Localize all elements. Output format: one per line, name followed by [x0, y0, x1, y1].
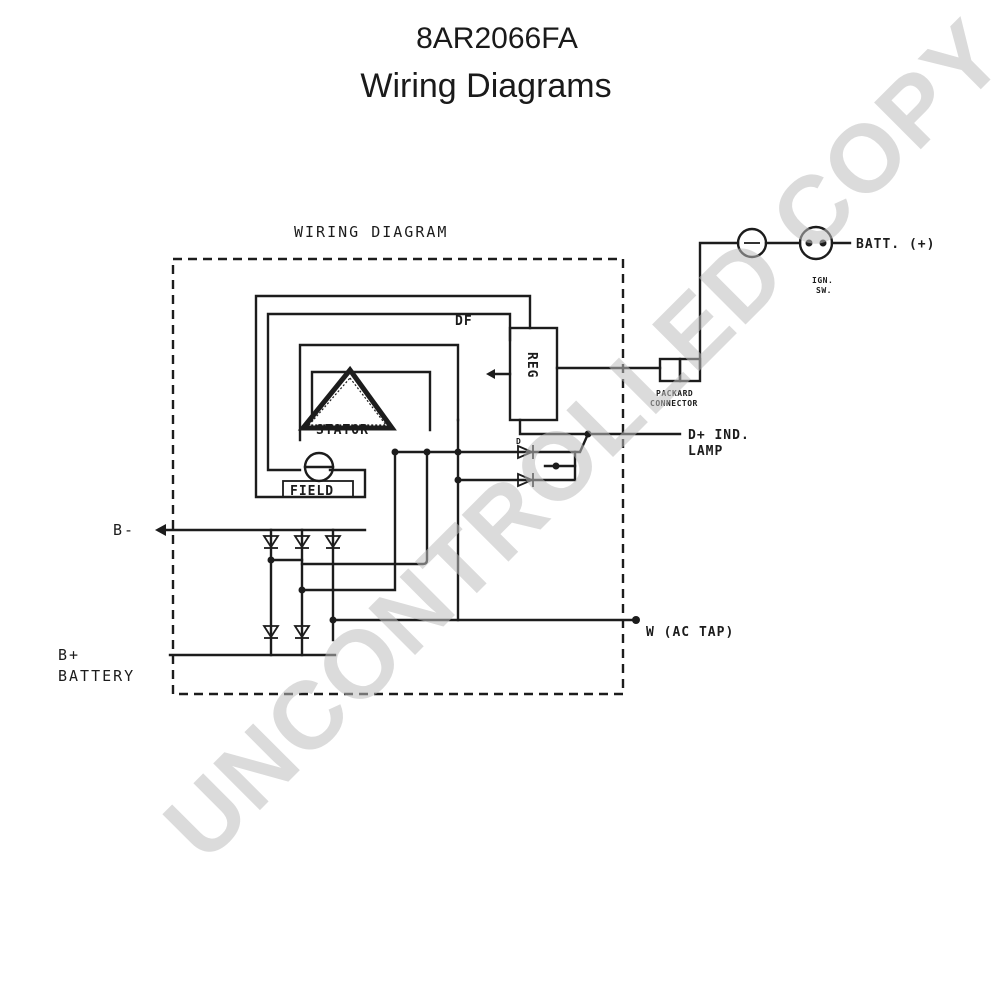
ign-feed-wire	[698, 241, 740, 370]
alternator-housing	[171, 257, 625, 696]
exciter-diode-2	[517, 472, 535, 488]
node-c2	[454, 476, 462, 484]
b-minus-label: B-	[113, 521, 135, 539]
packard-connector-right	[678, 357, 702, 383]
exciter-bus-lower	[456, 450, 577, 482]
ign-switch-contact-2	[819, 239, 827, 247]
battery-label: BATTERY	[58, 667, 135, 685]
node-b	[423, 448, 431, 456]
field-box	[282, 480, 354, 498]
df-label: DF	[455, 314, 473, 329]
node-c	[454, 448, 462, 456]
reg-ground-arrow	[486, 369, 495, 379]
packard-label: PACKARD	[656, 389, 693, 398]
d-plus-wire	[518, 418, 682, 436]
field-return-wire	[266, 312, 512, 472]
ign-switch-contact-1	[805, 239, 813, 247]
ign-label: IGN.	[812, 276, 833, 285]
stator-winding	[297, 365, 397, 431]
stator-loop-outer	[298, 343, 460, 442]
lamp-label: LAMP	[688, 444, 723, 459]
diagram-title: WIRING DIAGRAM	[294, 223, 448, 241]
d-plus-small-label: D	[516, 437, 521, 446]
connector-label: CONNECTOR	[650, 399, 698, 408]
df-wire	[254, 294, 532, 499]
node-a	[391, 448, 399, 456]
w-ac-tap-label: W (AC TAP)	[646, 625, 734, 640]
stator-loop-inner	[310, 370, 432, 432]
reg-label: REG	[524, 352, 539, 378]
pos-diode-1	[262, 625, 280, 639]
phase-lead-a	[331, 450, 397, 592]
stator-hatch	[307, 377, 388, 426]
uncontrolled-copy-watermark: UNCONTROLLED COPY	[144, 0, 1000, 880]
phase-lead-b	[300, 450, 429, 566]
b-minus-arrow	[155, 524, 166, 536]
exciter-diode-1	[517, 444, 535, 460]
page-heading: Wiring Diagrams	[360, 67, 612, 105]
part-number: 8AR2066FA	[416, 22, 578, 55]
d-plus-ind-label: D+ IND.	[688, 428, 750, 443]
field-label: FIELD	[290, 484, 334, 499]
w-terminal	[632, 616, 640, 624]
batt-plus-label: BATT. (+)	[856, 237, 935, 252]
sw-label: SW.	[816, 286, 832, 295]
stator-label: STATOR	[316, 423, 369, 438]
pos-diode-2	[293, 625, 311, 639]
b-plus-label: B+	[58, 646, 80, 664]
